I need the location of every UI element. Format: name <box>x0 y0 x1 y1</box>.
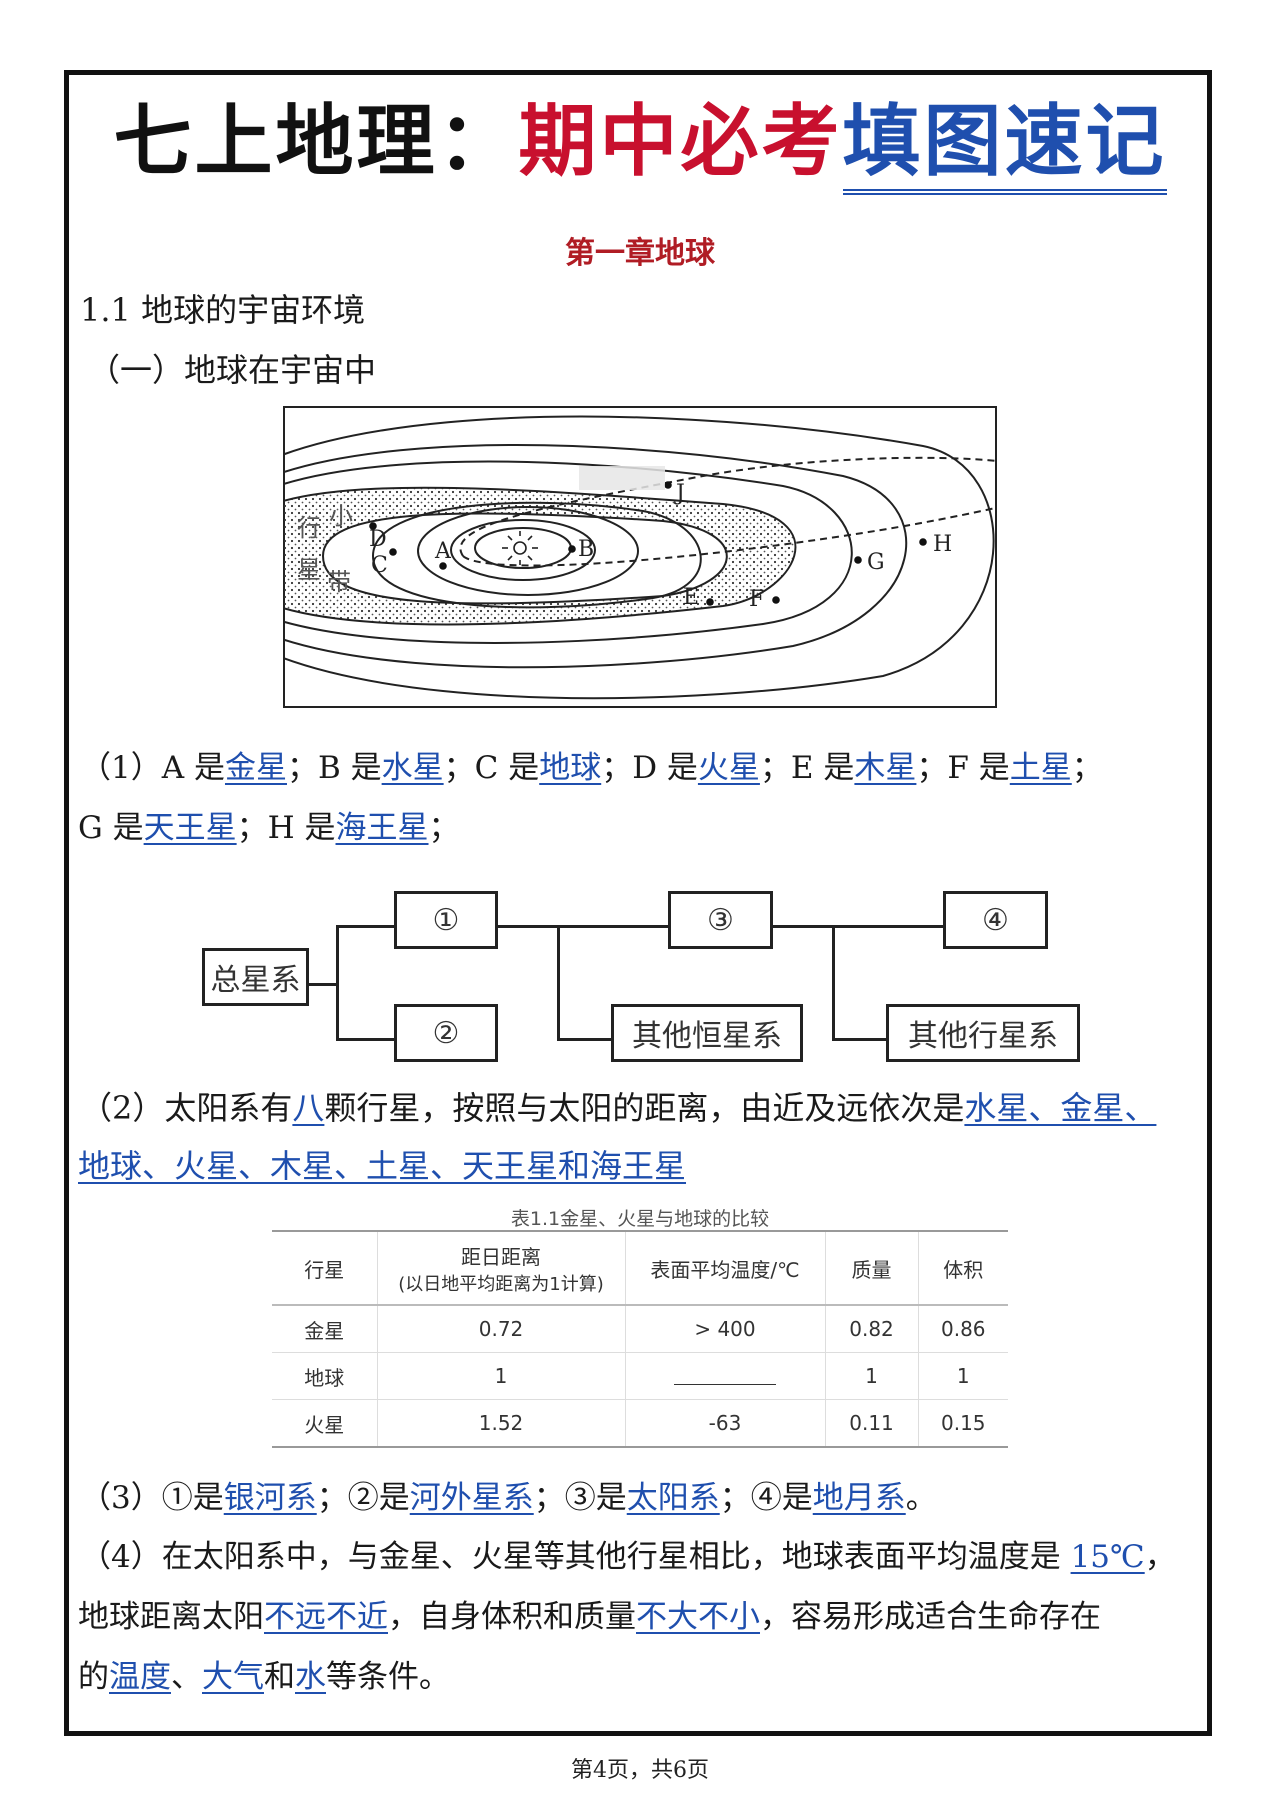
label-f: F <box>749 587 764 612</box>
answer: 不大不小 <box>636 1599 760 1635</box>
blurred-label <box>579 466 665 490</box>
box-total-galaxy: 总星系 <box>202 948 309 1006</box>
sun-icon <box>502 531 538 565</box>
box-blank-2: ② <box>394 1004 498 1062</box>
header-temperature: 表面平均温度/℃ <box>624 1230 825 1306</box>
temperature-blank <box>674 1370 776 1385</box>
table-row: 地球 1 1 1 <box>272 1352 1008 1400</box>
answer: 土星 <box>1009 750 1072 786</box>
label-a: A <box>434 539 452 564</box>
answer: 木星 <box>854 750 917 786</box>
planet-comparison-table: 行星 距日距离(以日地平均距离为1计算) 表面平均温度/℃ 质量 体积 金星 0… <box>272 1230 1008 1448</box>
box-blank-1: ① <box>394 891 498 949</box>
orbit-a <box>450 519 596 581</box>
orbit-g <box>283 460 853 644</box>
header-planet: 行星 <box>272 1230 377 1306</box>
box-blank-4: ④ <box>943 891 1048 949</box>
planet-f-dot <box>772 596 780 604</box>
header-distance: 距日距离(以日地平均距离为1计算) <box>376 1230 625 1306</box>
solar-system-figure: B A C D E F G H J 行 小 星 带 <box>283 406 997 708</box>
answer: 地球、火星、木星、土星、天王星和海王星 <box>78 1147 687 1185</box>
title-part-subject: 七上地理： <box>113 96 519 187</box>
title-part-exam: 期中必考 <box>518 96 843 187</box>
answer: 水星、金星、 <box>964 1089 1157 1127</box>
belt-label-4: 带 <box>327 568 351 596</box>
chapter-heading: 第一章地球 <box>565 236 715 271</box>
answer: 火星 <box>697 750 760 786</box>
header-mass: 质量 <box>824 1230 918 1306</box>
q4-line-3: 的温度、大气和水等条件。 <box>78 1659 450 1695</box>
q1-line-1: （1）A 是金星；B 是水星；C 是地球；D 是火星；E 是木星；F 是土星； <box>80 750 1103 786</box>
answer: 水 <box>295 1659 326 1695</box>
q3-line: （3）①是银河系；②是河外星系；③是太阳系；④是地月系。 <box>80 1480 937 1516</box>
answer: 八 <box>292 1089 325 1127</box>
comet-orbit-upper <box>459 456 997 557</box>
answer: 地球 <box>539 750 602 786</box>
subsection-heading: （一）地球在宇宙中 <box>88 351 377 389</box>
q1-line-2: G 是天王星；H 是海王星； <box>78 810 460 846</box>
page-title: 七上地理：期中必考填图速记 <box>0 92 1280 195</box>
answer: 不远不近 <box>264 1599 388 1635</box>
header-volume: 体积 <box>917 1230 1008 1306</box>
answer: 海王星 <box>335 810 429 846</box>
box-other-planet-systems: 其他行星系 <box>886 1004 1080 1062</box>
planet-e-dot <box>706 598 714 606</box>
orbit-h <box>283 444 908 669</box>
planet-g-dot <box>854 556 862 564</box>
comet-j-dot <box>664 481 672 489</box>
box-other-star-systems: 其他恒星系 <box>611 1004 803 1062</box>
answer: 地月系 <box>812 1480 906 1516</box>
section-heading: 1.1 地球的宇宙环境 <box>80 291 366 329</box>
title-part-topic: 填图速记 <box>842 96 1167 195</box>
answer: 天王星 <box>143 810 237 846</box>
orbit-belt-inner <box>321 512 728 605</box>
answer: 银河系 <box>223 1480 317 1516</box>
orbit-outer <box>283 415 995 700</box>
table-row: 火星 1.52 -63 0.11 0.15 <box>272 1399 1008 1448</box>
figure-border <box>283 406 997 708</box>
answer: 河外星系 <box>409 1480 534 1516</box>
belt-label-3: 星 <box>297 556 321 584</box>
answer: 大气 <box>202 1659 264 1695</box>
page-number: 第4页，共6页 <box>571 1758 709 1783</box>
answer: 温度 <box>109 1659 171 1695</box>
box-blank-3: ③ <box>668 891 773 949</box>
planet-d-dot <box>369 522 377 530</box>
table-row: 金星 0.72 > 400 0.82 0.86 <box>272 1305 1008 1353</box>
orbit-belt-outer <box>283 486 797 626</box>
label-e: E <box>683 585 699 610</box>
table-header-row: 行星 距日距离(以日地平均距离为1计算) 表面平均温度/℃ 质量 体积 <box>272 1230 1008 1306</box>
belt-label-1: 行 <box>297 514 321 542</box>
page-frame <box>64 70 1212 1736</box>
answer: 15℃ <box>1070 1539 1145 1575</box>
planet-a-dot <box>439 562 447 570</box>
label-b: B <box>578 537 594 562</box>
planet-c-dot <box>389 548 397 556</box>
planet-b-dot <box>568 545 576 553</box>
asteroid-belt <box>283 487 796 625</box>
label-j: J <box>674 481 685 506</box>
orbit-c <box>417 506 639 596</box>
label-c: C <box>371 553 388 578</box>
belt-label-2: 小 <box>329 502 353 530</box>
q4-line-1: （4）在太阳系中，与金星、火星等其他行星相比，地球表面平均温度是 15℃， <box>80 1539 1176 1575</box>
label-d: D <box>369 527 387 552</box>
answer: 金星 <box>224 750 287 786</box>
answer: 水星 <box>381 750 444 786</box>
label-h: H <box>933 532 952 557</box>
q4-line-2: 地球距离太阳不远不近，自身体积和质量不大不小，容易形成适合生命存在 <box>78 1599 1101 1635</box>
answer: 太阳系 <box>626 1480 720 1516</box>
q2-line-1: （2）太阳系有八颗行星，按照与太阳的距离，由近及远依次是水星、金星、 <box>80 1089 1157 1127</box>
label-g: G <box>867 550 885 575</box>
planet-h-dot <box>919 538 927 546</box>
table-caption: 表1.1金星、火星与地球的比较 <box>510 1208 770 1230</box>
q2-line-2: 地球、火星、木星、土星、天王星和海王星 <box>78 1146 686 1186</box>
